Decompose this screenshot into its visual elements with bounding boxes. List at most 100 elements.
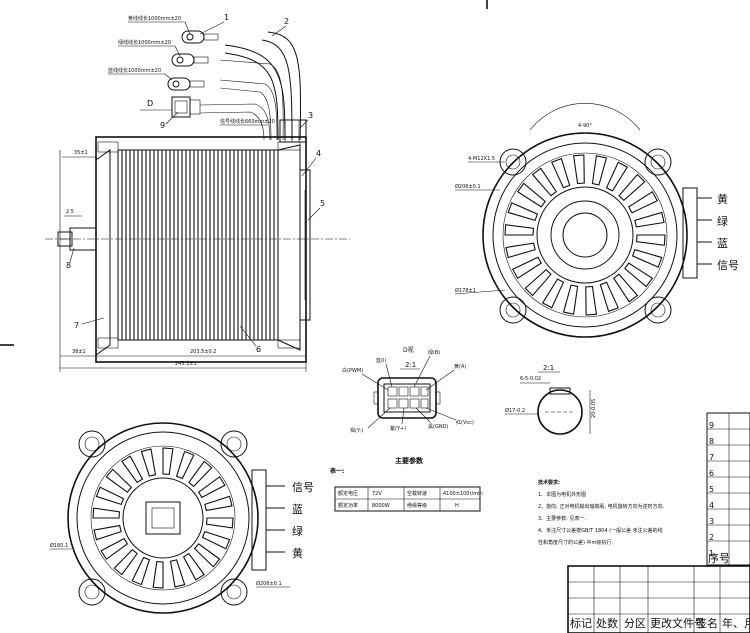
rear-view: 信号 蓝 绿 黄 Ø160.1 Ø206±0.1 bbox=[50, 422, 314, 614]
spoke-slot bbox=[507, 202, 539, 222]
spoke-slot bbox=[205, 517, 234, 529]
connector-view: D视 2:1 蓝(I) 绿(B) 白(PWM) 黄(A) 褐(Y-) 紫(Y+)… bbox=[342, 346, 474, 434]
pin-red: 红(Vcc) bbox=[456, 419, 474, 426]
spoke-slot bbox=[140, 448, 157, 477]
tb-footer-cell: 分区 bbox=[624, 617, 646, 630]
keyway-dim-2: Ø17-0.2 bbox=[505, 407, 525, 414]
dim-203: 203.5±0.2 bbox=[190, 349, 216, 355]
front-wire-blue: 蓝 bbox=[717, 237, 728, 250]
spoke-slot bbox=[618, 173, 646, 202]
spoke-slot bbox=[152, 560, 164, 589]
connector-title: D视 bbox=[403, 346, 414, 354]
spoke-slot bbox=[531, 167, 558, 197]
spoke-slot bbox=[511, 256, 542, 280]
green-lead-label: 绿线线长1000mm±20 bbox=[118, 39, 171, 46]
callout-3: 3 bbox=[308, 111, 313, 120]
tech-item: 3、主要参数: 见表一. bbox=[538, 515, 586, 522]
spoke-slot bbox=[605, 161, 629, 192]
seq-num: 7 bbox=[709, 453, 714, 462]
side-dimensions: 35±1 2.5 38±1 203.5±0.2 245.3±1 bbox=[59, 150, 307, 372]
spoke-slot bbox=[204, 495, 233, 512]
spoke-slot bbox=[599, 281, 619, 313]
front-d178-dim: Ø178±1 bbox=[455, 287, 476, 294]
front-view: 黄 绿 蓝 信号 4-90° 4-M12X1.5 Ø206±0.1 Ø178±1 bbox=[454, 103, 739, 338]
spoke-slot bbox=[197, 476, 226, 499]
tech-item: 4、未注尺寸公差按GB/T 1804 (一般公差 未注公差的线 bbox=[538, 527, 663, 534]
front-holes-dim: 4-M12X1.5 bbox=[468, 156, 495, 162]
spoke-slot bbox=[175, 450, 195, 480]
callout-6: 6 bbox=[256, 345, 261, 354]
spoke-slot bbox=[516, 182, 546, 208]
seq-num: 9 bbox=[709, 421, 714, 430]
callout-2: 2 bbox=[284, 17, 289, 26]
spoke-slot bbox=[541, 278, 565, 309]
tech-requirements: 技术要求: 1、本图为电机外形图 2、旋向: 正对电机输出轴端看, 电机旋转方向… bbox=[538, 479, 665, 546]
front-angle-dim: 4-90° bbox=[578, 123, 592, 129]
side-callouts: 1 2 3 4 5 6 7 8 9 bbox=[66, 13, 325, 354]
pin-blue: 蓝(I) bbox=[376, 357, 386, 364]
dim-245: 245.3±1 bbox=[175, 361, 197, 367]
spoke-slot bbox=[612, 273, 639, 303]
tb-footer-cell: 签名 bbox=[696, 616, 718, 630]
tb-footer-cell: 处数 bbox=[596, 617, 618, 630]
pin-yellow: 黄(A) bbox=[454, 363, 466, 370]
spoke-slot bbox=[113, 548, 138, 576]
front-d206-dim: Ø206±0.1 bbox=[455, 183, 481, 190]
rear-mount-ears bbox=[78, 430, 248, 606]
callout-1: 1 bbox=[224, 13, 229, 22]
lead-wires bbox=[140, 30, 302, 141]
seq-num: 8 bbox=[709, 437, 714, 446]
callout-7: 7 bbox=[74, 321, 79, 330]
param-cell: 4100±100r/min bbox=[443, 491, 483, 497]
pin-green: 绿(B) bbox=[428, 349, 440, 356]
seq-num: 4 bbox=[709, 501, 714, 510]
spoke-slot bbox=[131, 556, 151, 586]
tech-title: 技术要求: bbox=[538, 479, 560, 486]
params-table-label: 表一: bbox=[329, 467, 344, 475]
spoke-slot bbox=[188, 460, 213, 488]
spoke-slot bbox=[634, 211, 665, 228]
front-wire-yellow: 黄 bbox=[717, 192, 728, 206]
pin-brown: 褐(Y-) bbox=[350, 427, 363, 434]
spoke-slot bbox=[562, 284, 579, 315]
front-spokes bbox=[504, 154, 666, 316]
callout-9: 9 bbox=[160, 121, 165, 130]
rear-d206-dim: Ø206±0.1 bbox=[256, 580, 282, 587]
seq-num: 1 bbox=[709, 549, 714, 558]
spoke-slot bbox=[505, 242, 536, 259]
param-cell: 8000W bbox=[372, 503, 390, 509]
view-d-label: D bbox=[147, 99, 153, 108]
yellow-lead-label: 黄线线长1000mm±20 bbox=[128, 15, 181, 22]
rear-d160-dim: Ø160.1 bbox=[50, 542, 68, 549]
spoke-slot bbox=[92, 507, 121, 519]
seq-num: 6 bbox=[709, 469, 714, 478]
title-block: 9 8 7 6 5 4 3 2 1 标记 处数 分区 更改文件号 签名 年、月 bbox=[567, 412, 750, 633]
signal-lead-label: 信号线线长660mm±20 bbox=[220, 118, 275, 125]
pin-purple: 紫(Y+) bbox=[390, 426, 406, 432]
seq-num: 2 bbox=[709, 533, 714, 542]
pin-white: 白(PWM) bbox=[342, 367, 363, 374]
param-cell: H bbox=[455, 503, 459, 509]
front-mount-ears bbox=[499, 148, 672, 324]
spoke-slot bbox=[201, 530, 231, 550]
rear-spokes bbox=[92, 447, 234, 589]
spoke-slot bbox=[504, 224, 535, 236]
spoke-slot bbox=[635, 234, 666, 246]
seq-num: 5 bbox=[709, 485, 714, 494]
spoke-slot bbox=[624, 262, 654, 288]
param-cell: 空载转速 bbox=[407, 490, 427, 497]
spoke-slot bbox=[193, 543, 221, 568]
spoke-slot bbox=[631, 248, 663, 268]
spoke-slot bbox=[551, 157, 571, 189]
callout-5: 5 bbox=[320, 199, 325, 208]
tech-item: 性和角度尺寸的公差) 中m级执行. bbox=[538, 539, 613, 546]
front-wire-signal: 信号 bbox=[717, 259, 739, 272]
connector-scale: 2:1 bbox=[405, 361, 416, 369]
dim-38: 38±1 bbox=[72, 349, 86, 355]
spoke-slot bbox=[105, 468, 133, 493]
blue-lead-label: 蓝线线长1000mm±20 bbox=[108, 67, 161, 74]
lead-labels: 黄线线长1000mm±20 绿线线长1000mm±20 蓝线线长1000mm±2… bbox=[108, 15, 275, 126]
keyway-scale: 2:1 bbox=[543, 364, 554, 372]
keyway-dim-3: 20-0.05 bbox=[591, 399, 597, 418]
